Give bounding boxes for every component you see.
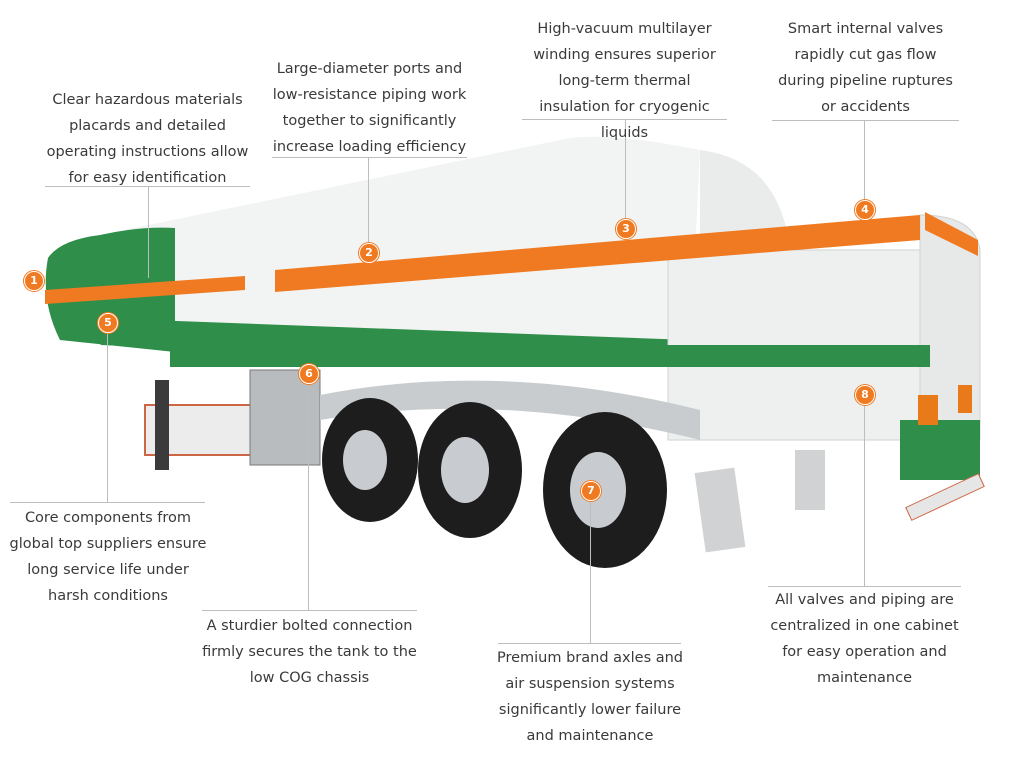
marker-3: 3 (616, 219, 636, 239)
callout-2-text: Large-diameter ports and low-resistance … (272, 61, 467, 155)
callout-7-text: Premium brand axles and air suspension s… (496, 650, 684, 744)
callout-1-leader (148, 186, 149, 278)
callout-5-text: Core components from global top supplier… (9, 510, 207, 604)
callout-7-leader (590, 500, 591, 643)
callout-6-leader (308, 382, 309, 610)
callout-2-leader (368, 157, 369, 243)
marker-7: 7 (581, 481, 601, 501)
callout-3-rule (522, 119, 727, 120)
callout-1-rule (45, 186, 250, 187)
callout-7-rule (498, 643, 681, 644)
marker-4: 4 (855, 200, 875, 220)
marker-1: 1 (24, 271, 44, 291)
marker-5: 5 (98, 313, 118, 333)
callout-2-rule (272, 157, 467, 158)
callout-3-leader (625, 119, 626, 219)
marker-6: 6 (299, 364, 319, 384)
callout-3-text: High-vacuum multilayer winding ensures s… (533, 21, 716, 141)
marker-2: 2 (359, 243, 379, 263)
callout-6-rule (202, 610, 417, 611)
callout-8-rule (768, 586, 961, 587)
callout-8-leader (864, 403, 865, 586)
callout-5-leader (107, 330, 108, 502)
marker-8: 8 (855, 385, 875, 405)
callout-5-rule (10, 502, 205, 503)
callout-1-text: Clear hazardous materials placards and d… (46, 92, 249, 186)
callout-4-leader (864, 120, 865, 200)
callout-8-text: All valves and piping are centralized in… (770, 592, 959, 686)
callout-4-text: Smart internal valves rapidly cut gas fl… (778, 21, 953, 115)
callout-6-text: A sturdier bolted connection firmly secu… (202, 618, 417, 686)
callout-4-rule (772, 120, 959, 121)
